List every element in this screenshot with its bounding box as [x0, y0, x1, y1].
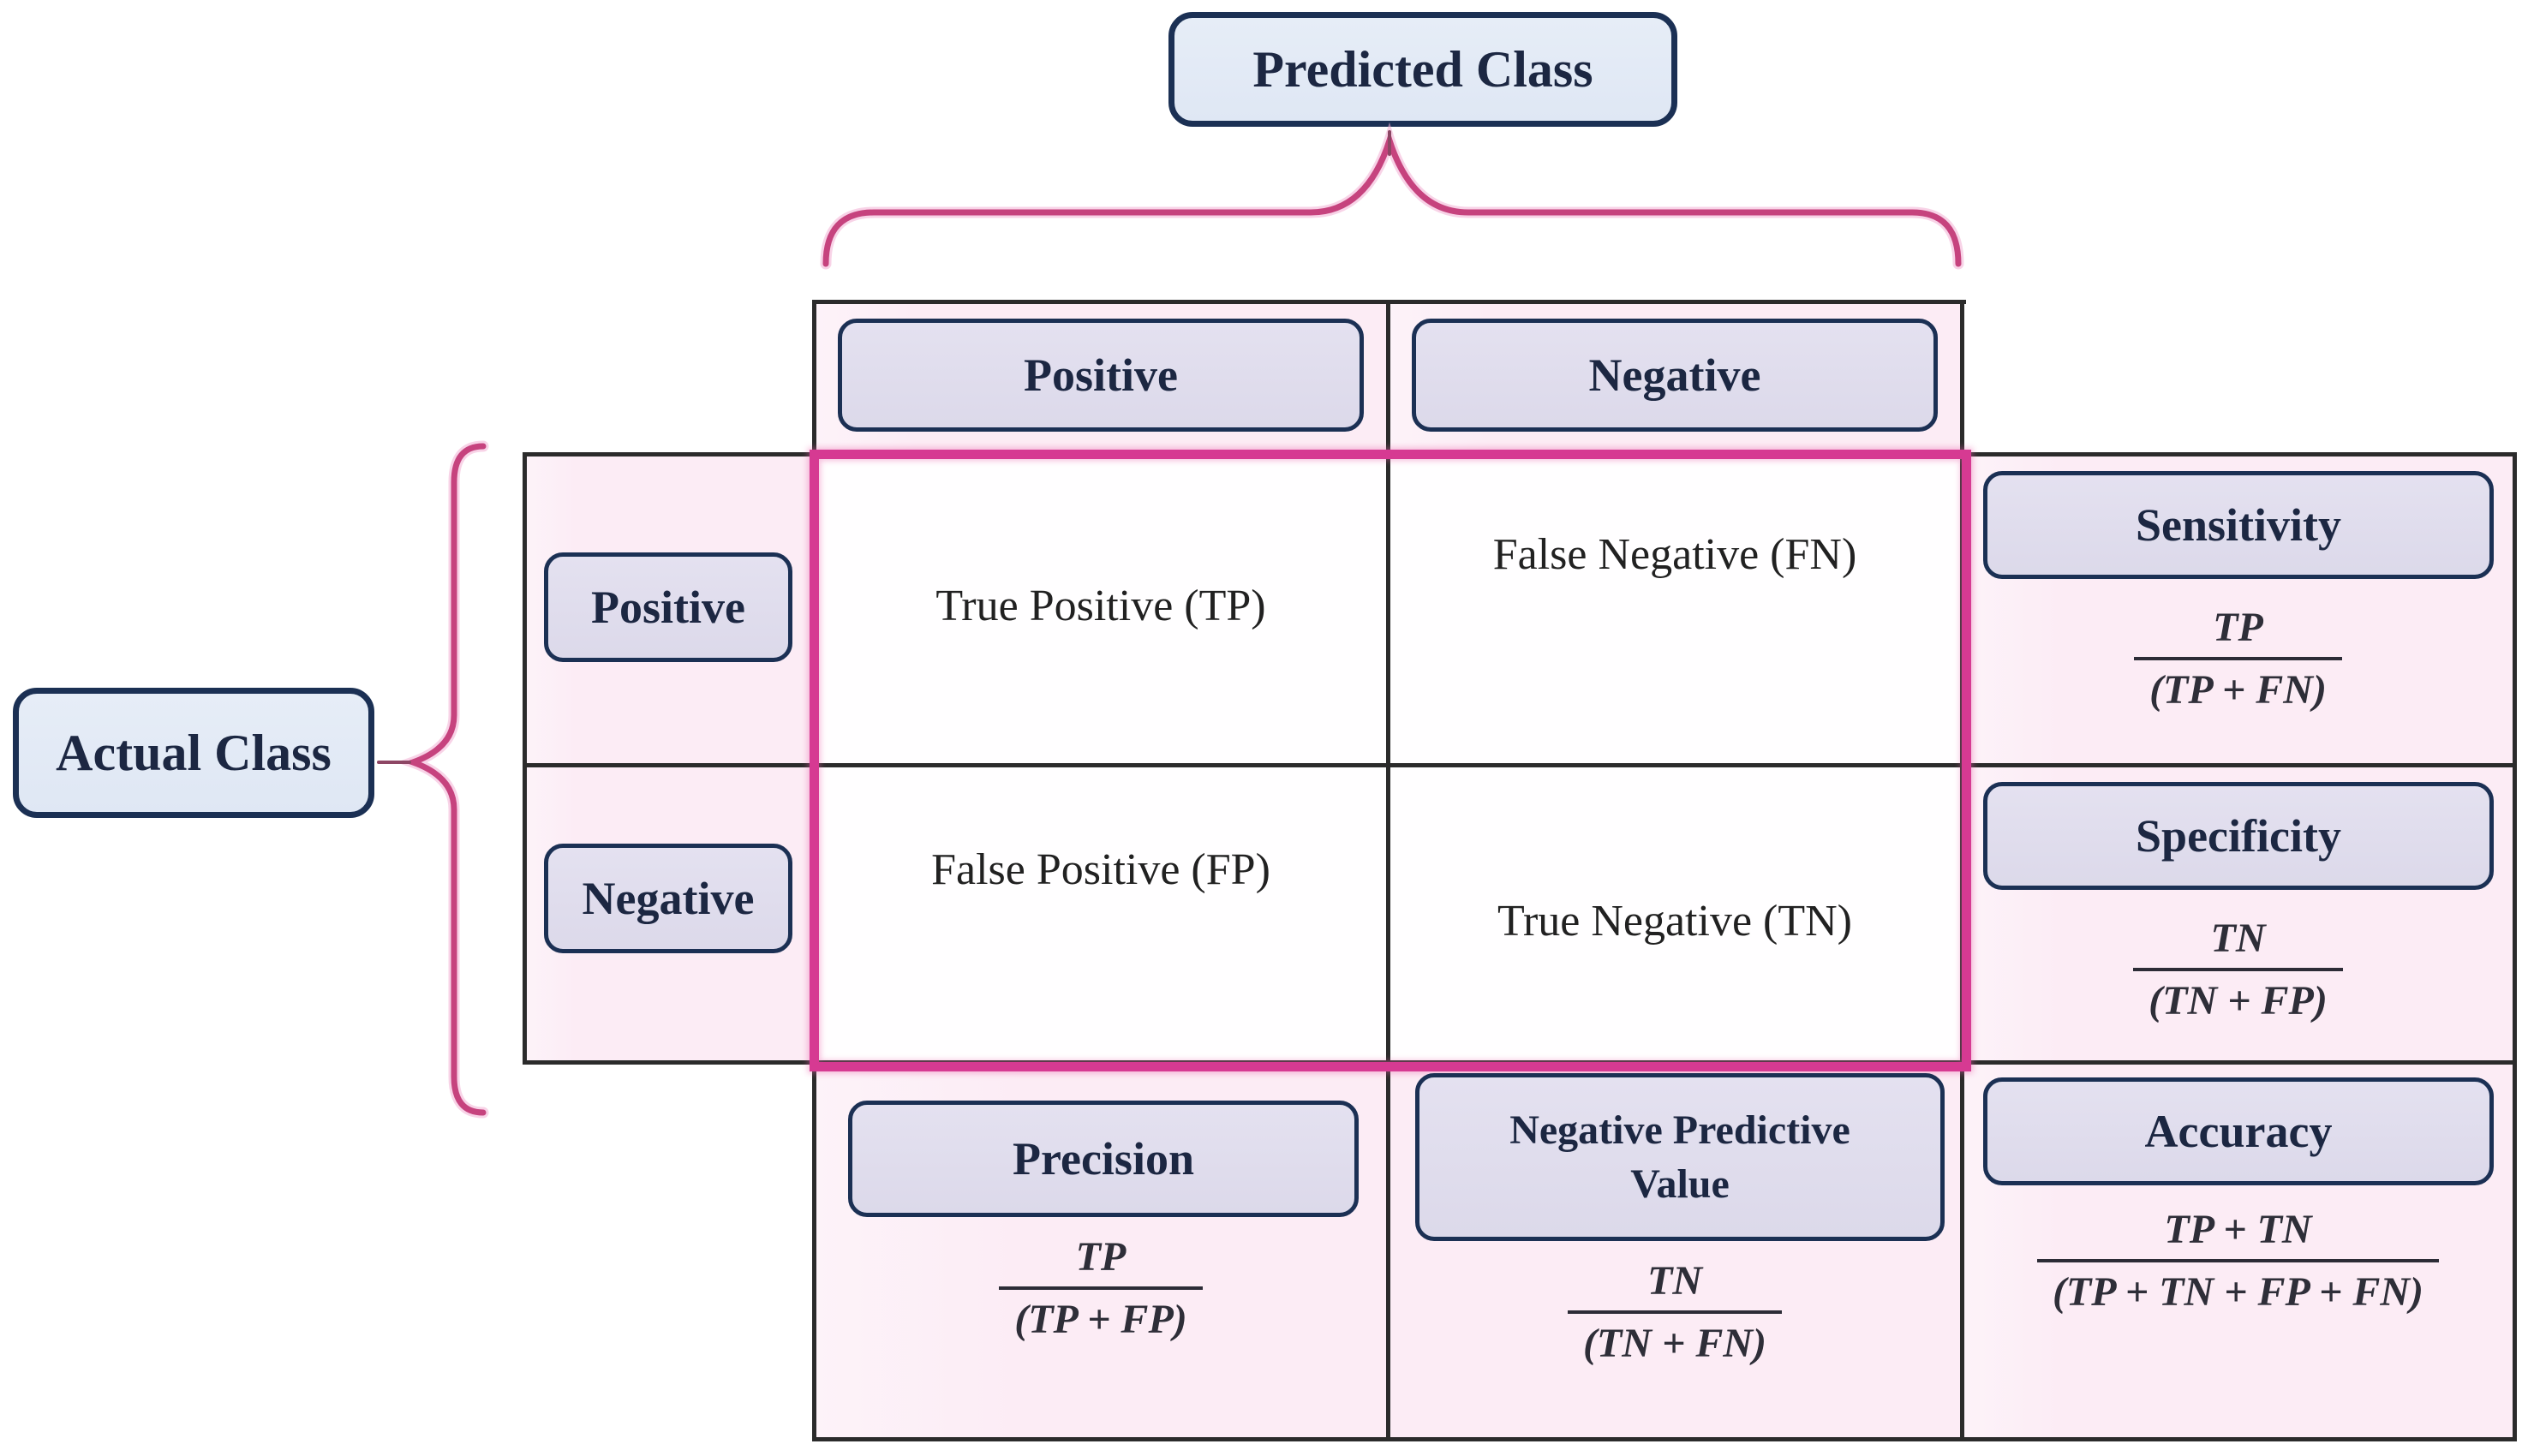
precision-denominator: (TP + FP)	[999, 1286, 1203, 1343]
precision-label: Precision	[848, 1101, 1359, 1217]
npv-label-line2: Value	[1630, 1161, 1730, 1207]
grid-line-table-bottom	[814, 1437, 2514, 1441]
accuracy-denominator: (TP + TN + FP + FN)	[2036, 1259, 2440, 1316]
row-header-positive: Positive	[544, 552, 792, 662]
sensitivity-denominator: (TP + FN)	[2134, 657, 2342, 713]
col-header-positive-text: Positive	[1024, 349, 1178, 401]
predicted-class-brace	[820, 122, 1964, 270]
accuracy-label: Accuracy	[1983, 1077, 2494, 1185]
cell-false-positive: False Positive (FP)	[931, 845, 1270, 894]
grid-line-left-col	[523, 452, 527, 1065]
specificity-formula: TN (TN + FP)	[1962, 915, 2514, 1024]
actual-class-text: Actual Class	[56, 724, 332, 781]
cell-false-negative: False Negative (FN)	[1492, 530, 1857, 579]
specificity-label-text: Specificity	[2136, 810, 2341, 862]
predicted-class-label: Predicted Class	[1168, 12, 1677, 127]
metrics-column-bg	[1962, 454, 2514, 1439]
accuracy-numerator: TP + TN	[2164, 1207, 2312, 1252]
actual-class-brace	[377, 440, 489, 1119]
row-header-negative: Negative	[544, 844, 792, 953]
accuracy-label-text: Accuracy	[2144, 1106, 2333, 1157]
specificity-denominator: (TN + FP)	[2133, 968, 2343, 1024]
precision-label-text: Precision	[1013, 1133, 1194, 1184]
sensitivity-label-text: Sensitivity	[2135, 499, 2342, 551]
npv-label-line1: Negative Predictive	[1509, 1107, 1850, 1153]
col-header-negative: Negative	[1412, 319, 1938, 432]
precision-formula: TP (TP + FP)	[814, 1233, 1388, 1343]
accuracy-formula: TP + TN (TP + TN + FP + FN)	[1962, 1206, 2514, 1316]
npv-numerator: TN	[1647, 1258, 1702, 1304]
grid-line-matrix-bottom	[524, 1060, 2514, 1065]
sensitivity-formula: TP (TP + FN)	[1962, 604, 2514, 713]
row-header-negative-text: Negative	[582, 873, 755, 924]
col-header-positive: Positive	[838, 319, 1364, 432]
npv-formula: TN (TN + FN)	[1388, 1257, 1962, 1367]
npv-label: Negative Predictive Value	[1415, 1073, 1945, 1241]
predicted-class-text: Predicted Class	[1252, 40, 1593, 98]
sensitivity-numerator: TP	[2213, 605, 2263, 650]
sensitivity-label: Sensitivity	[1983, 471, 2494, 579]
npv-denominator: (TN + FN)	[1568, 1310, 1782, 1367]
specificity-label: Specificity	[1983, 782, 2494, 890]
precision-numerator: TP	[1075, 1234, 1127, 1280]
grid-line-header-bottom	[524, 452, 2514, 456]
specificity-numerator: TN	[2210, 916, 2266, 961]
grid-line-row-divider	[524, 763, 2514, 767]
col-header-negative-text: Negative	[1588, 349, 1761, 401]
cell-true-positive: True Positive (TP)	[935, 582, 1266, 630]
actual-class-label: Actual Class	[13, 688, 374, 818]
row-header-positive-text: Positive	[591, 582, 745, 633]
grid-line-right-edge	[2513, 452, 2517, 1441]
cell-true-negative: True Negative (TN)	[1497, 897, 1852, 946]
grid-line-col2	[1386, 300, 1390, 1441]
